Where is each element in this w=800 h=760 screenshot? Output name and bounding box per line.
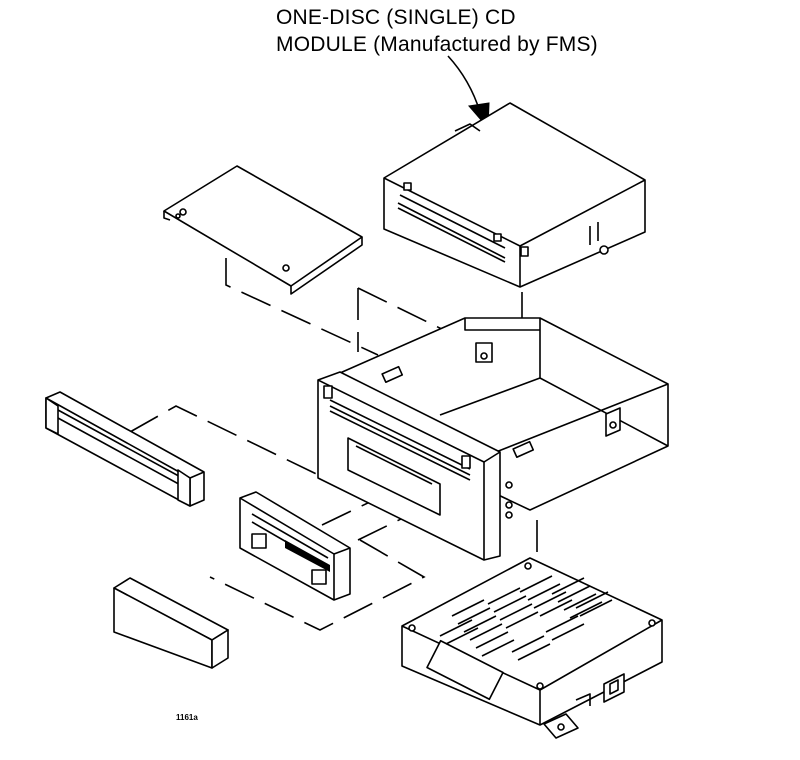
callout-arrow xyxy=(447,55,490,130)
trim-bezel xyxy=(45,391,205,507)
housing-chassis xyxy=(317,317,669,561)
filler-pocket xyxy=(113,577,229,669)
figure-number: 1161a xyxy=(176,713,198,722)
vent-slots xyxy=(439,575,613,661)
callout-line-2: MODULE (Manufactured by FMS) xyxy=(276,33,598,56)
callout-line-1: ONE-DISC (SINGLE) CD xyxy=(276,6,516,29)
face-plate xyxy=(239,491,351,601)
cd-module xyxy=(383,102,646,288)
cd-module-callout: ONE-DISC (SINGLE) CD MODULE (Manufacture… xyxy=(276,4,598,58)
amplifier-module xyxy=(401,557,663,739)
cover-plate xyxy=(163,165,363,295)
